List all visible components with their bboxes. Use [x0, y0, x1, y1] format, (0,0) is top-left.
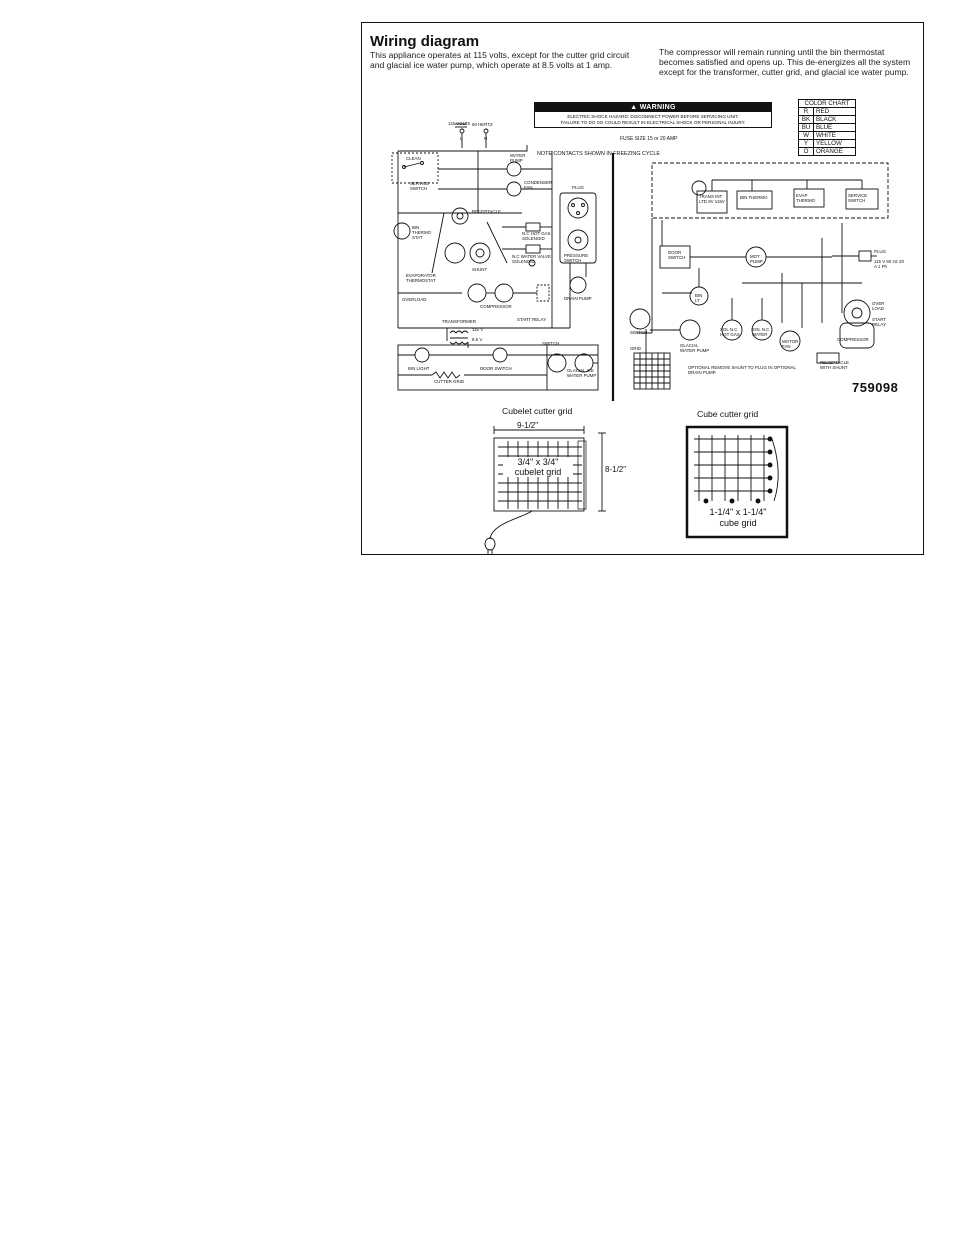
label-evaporator-thermostat: EVAPORATOR THERMOSTAT	[406, 273, 436, 283]
model-number: 759098	[852, 380, 899, 395]
page-title: Wiring diagram	[370, 33, 480, 50]
fuse-size-note: FUSE SIZE 15 or 20 AMP	[620, 136, 678, 142]
label-bin-thermostat: BIN THERMO STAT	[412, 225, 432, 240]
label-trans: TRANS INT LTD 8V 115V	[699, 194, 725, 204]
label-compressor-2: COMPRESSOR	[837, 337, 869, 342]
label-receptacle: RECEPTACLE	[472, 209, 501, 214]
label-hot-gas-solenoid: N.C HOT GAS SOLENOID	[522, 231, 551, 241]
label-hertz: 60 HERTZ	[472, 122, 493, 127]
label-overload-2: OVER LOAD	[872, 301, 885, 311]
cube-grid-size: 1-1/4" x 1-1/4"	[709, 507, 767, 517]
warning-body: ELECTRIC SHOCK HAZARD: DISCONNECT POWER …	[535, 112, 771, 127]
warning-line-1: ELECTRIC SHOCK HAZARD: DISCONNECT POWER …	[567, 114, 739, 119]
schematic-drawing	[391, 123, 889, 554]
cubelet-grid-name: cubelet grid	[503, 467, 573, 477]
cube-grid-title: Cube cutter grid	[697, 409, 759, 419]
label-pressure-switch: PRESSURE SWITCH	[564, 253, 589, 263]
intro-text-left: This appliance operates at 115 volts, ex…	[370, 50, 630, 70]
warning-line-2: FAILURE TO DO SO COULD RESULT IN ELECTRI…	[560, 119, 746, 125]
label-motor-fan: MOTOR FAN	[782, 339, 799, 349]
label-bin-thermo: BIN THERMO	[740, 195, 768, 200]
cubelet-grid-drawing	[484, 426, 606, 554]
label-water-pump: WATER PUMP	[510, 153, 526, 163]
wiring-diagram-frame: Wiring diagram This appliance operates a…	[361, 22, 924, 555]
label-switch-2: SWITCH	[630, 330, 648, 335]
cubelet-grid-title: Cubelet cutter grid	[502, 406, 573, 416]
label-l: L	[460, 136, 463, 141]
label-start-relay-2: START RELAY	[872, 317, 887, 327]
label-switch: SWITCH	[542, 341, 560, 346]
cube-grid-name: cube grid	[719, 518, 757, 528]
intro-text-right: The compressor will remain running until…	[659, 47, 911, 77]
cubelet-width-label: 9-1/2"	[517, 421, 539, 430]
label-volts: 115 VOLTS	[448, 121, 471, 126]
label-bin-light: BIN LIGHT	[408, 366, 430, 371]
label-8-5v: 8.5 V	[472, 337, 483, 342]
label-115v: 115 V	[472, 327, 484, 332]
label-n: N	[484, 136, 488, 141]
label-grid: GRID	[630, 346, 641, 351]
label-bin-lt: BIN LT	[695, 293, 703, 303]
label-service-switch: SERVICE SWITCH	[410, 181, 430, 191]
warning-header: ▲ WARNING	[535, 103, 771, 112]
label-plug-spec: 115 V 60 Hz 20 A 1 Ph	[874, 259, 904, 269]
label-compressor: COMPRESSOR	[480, 304, 512, 309]
warning-box: ▲ WARNING ELECTRIC SHOCK HAZARD: DISCONN…	[534, 102, 772, 128]
label-cutter-grid: CUTTER GRID	[434, 379, 465, 384]
label-plug: PLUG	[572, 185, 584, 190]
cubelet-grid-size: 3/4" x 3/4"	[503, 457, 573, 467]
label-transformer: TRANSFORMER	[442, 319, 476, 324]
label-start-relay: START RELAY	[517, 317, 547, 322]
label-optional-note: OPTIONAL REMOVE SHUNT TO PLUG IN OPTIONA…	[688, 365, 796, 375]
label-drain-pump: DRAIN PUMP	[564, 296, 592, 301]
label-overload: OVERLOAD	[402, 297, 427, 302]
label-water: SOL N.C WATER	[752, 327, 770, 337]
label-condenser-fan: CONDENSER FAN	[524, 180, 553, 190]
label-door-switch-2: DOOR SWITCH	[668, 250, 686, 260]
label-water-valve-solenoid: N.C WATER VALVE SOLENOID	[512, 254, 551, 264]
label-receptacle-2: RECEPTACLE WITH SHUNT	[820, 360, 849, 370]
label-plug-2: PLUG	[874, 249, 886, 254]
cube-grid-drawing	[685, 425, 789, 539]
label-door-switch: DOOR SWITCH	[480, 366, 512, 371]
label-service-switch-2: SERVICE SWITCH	[848, 193, 868, 203]
pictorial-wiring	[629, 162, 889, 390]
ladder-schematic	[391, 123, 599, 391]
label-evap-thermo: EVAP THERMO	[796, 193, 816, 203]
contacts-note: NOTE CONTACTS SHOWN IN FREEZING CYCLE	[537, 151, 660, 157]
label-shunt: SHUNT	[472, 267, 488, 272]
label-hot-gas: SOL N.C HOT GAS	[720, 327, 740, 337]
label-glacial-pump-2: GLACIAL WATER PUMP	[680, 343, 710, 353]
label-clean: CLEAN	[406, 156, 421, 161]
label-glacial-pump: GLACIAL ICE WATER PUMP	[567, 368, 597, 378]
cubelet-height-label: 8-1/2"	[605, 465, 627, 474]
label-mot-pump: MOT PUMP	[750, 254, 763, 264]
